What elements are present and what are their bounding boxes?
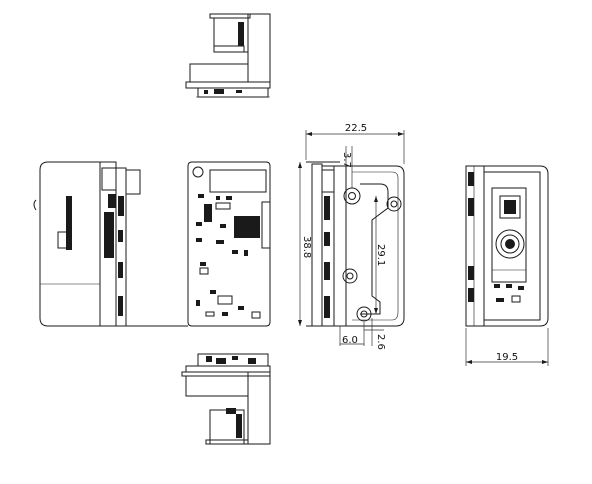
dimension-overall-height: 38.8 [301, 236, 312, 258]
dimension-overall-width: 22.5 [345, 123, 367, 134]
dimension-hole-offset-horizontal: 6.0 [342, 335, 358, 346]
dimension-hole-spacing-vertical: 29.1 [375, 244, 386, 266]
dimension-hole-offset-bottom: 2.6 [375, 334, 386, 350]
mounting-view: 22.5 3.7 38.8 29.1 6.0 2.6 [298, 123, 405, 350]
pcb-view [187, 161, 271, 327]
dimension-hole-offset: 3.7 [341, 152, 352, 168]
dimension-depth: 19.5 [496, 352, 518, 363]
top-view [185, 13, 271, 98]
lens-side-view: 19.5 [465, 165, 549, 366]
bottom-view [181, 353, 271, 445]
left-side-view [33, 161, 188, 327]
